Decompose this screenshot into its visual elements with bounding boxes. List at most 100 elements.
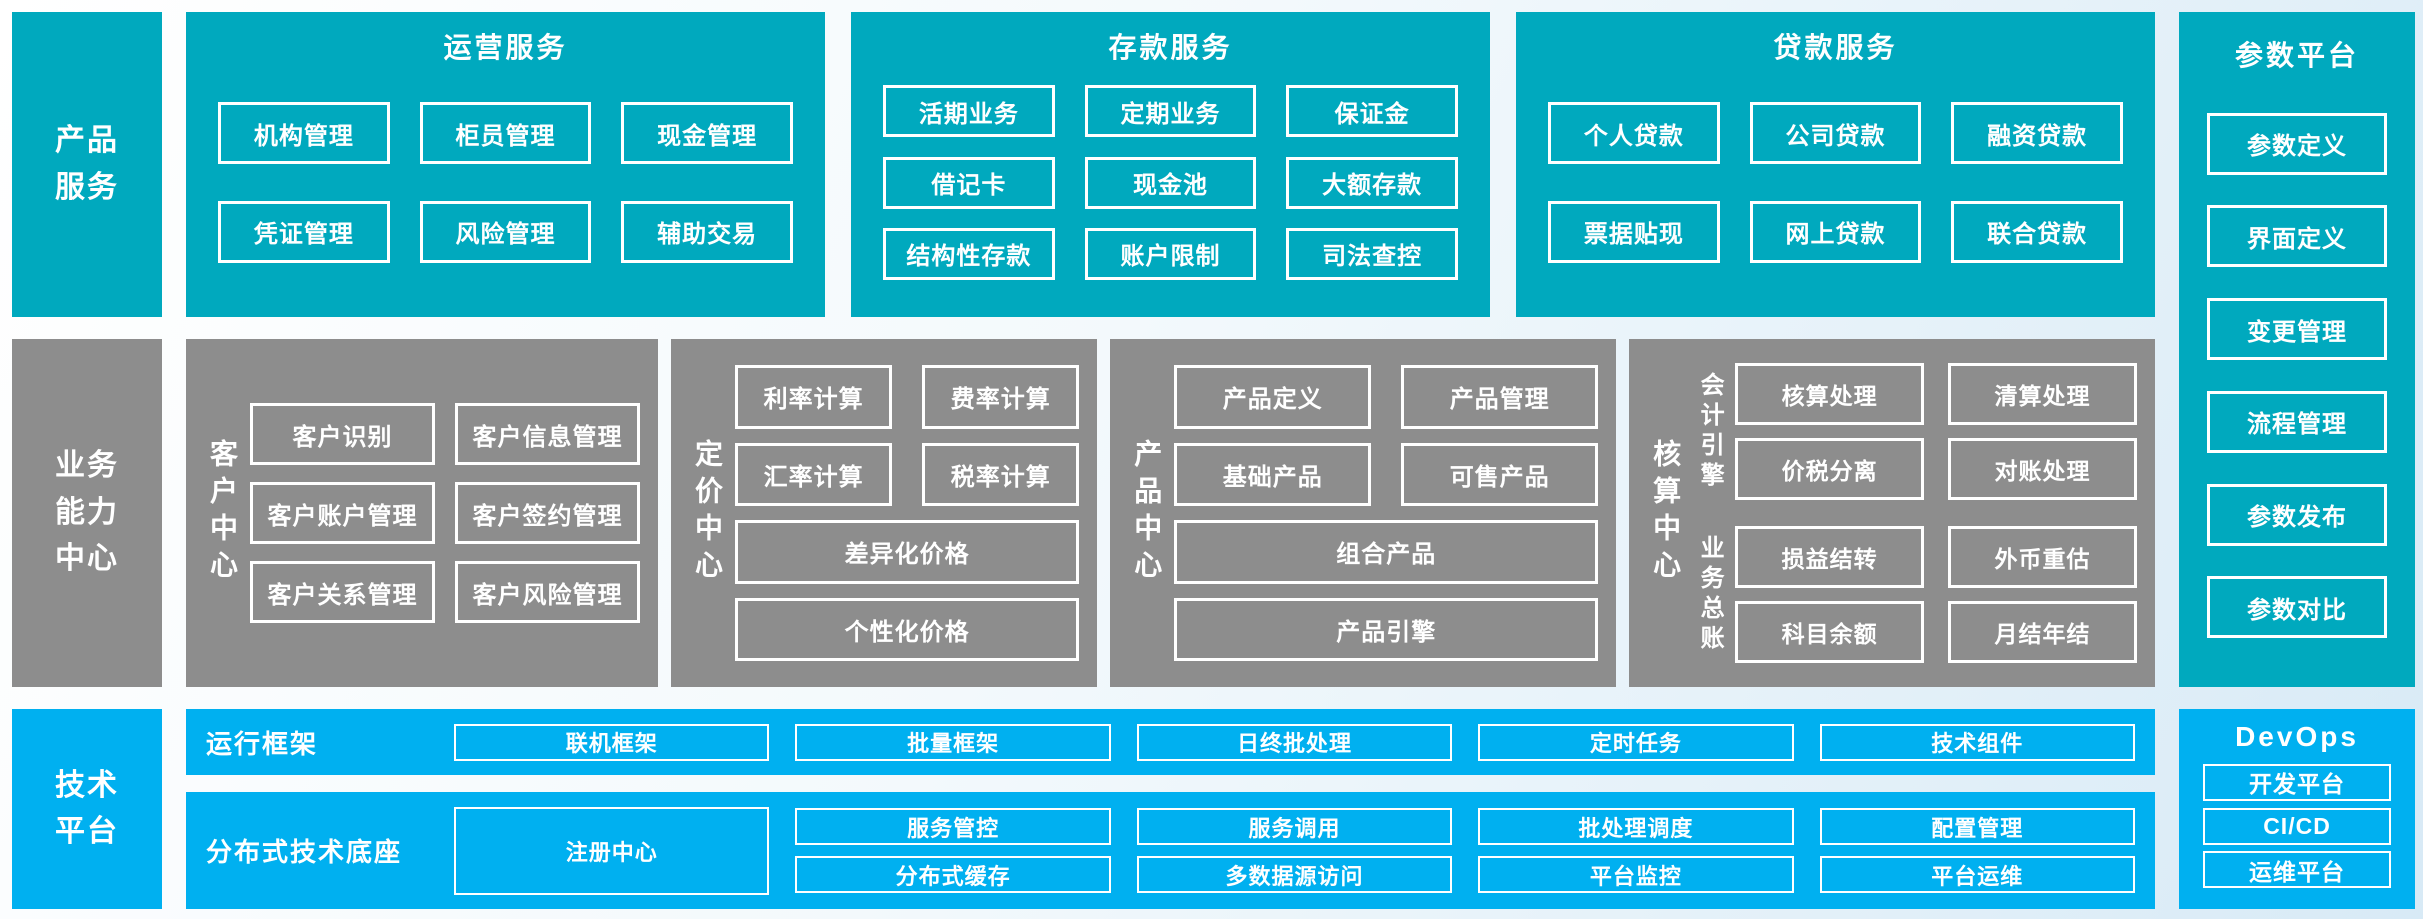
diagram-box: 现金池 bbox=[1084, 156, 1257, 209]
bar-label: 运行框架 bbox=[206, 728, 319, 759]
accounting-engine-group: 会计引擎 核算处理清算处理价税分离对账处理 bbox=[1693, 363, 2137, 500]
diagram-box: 辅助交易 bbox=[621, 200, 793, 263]
diagram-box: 对账处理 bbox=[1948, 438, 2137, 500]
diagram-box: 组合产品 bbox=[1174, 520, 1599, 584]
diagram-box: 大额存款 bbox=[1286, 156, 1458, 209]
diagram-box: 损益结转 bbox=[1735, 526, 1925, 588]
diagram-box: 分布式缓存 bbox=[795, 856, 1111, 893]
diagram-box: 参数发布 bbox=[2207, 483, 2387, 546]
diagram-box: 多数据源访问 bbox=[1136, 856, 1453, 893]
diagram-box: 基础产品 bbox=[1174, 442, 1372, 506]
diagram-box: 机构管理 bbox=[218, 102, 390, 165]
diagram-box: 批处理调度 bbox=[1478, 808, 1794, 845]
bar-gap bbox=[186, 775, 2155, 792]
accounting-groups: 会计引擎 核算处理清算处理价税分离对账处理 业务总账 损益结转外币重估科目余额月… bbox=[1693, 359, 2137, 667]
diagram-box: 网上贷款 bbox=[1749, 200, 1922, 263]
diagram-box: 参数定义 bbox=[2207, 112, 2387, 175]
loan-services-items: 个人贷款公司贷款融资贷款票据贴现网上贷款联合贷款 bbox=[1548, 66, 2123, 299]
diagram-box: 清算处理 bbox=[1948, 363, 2137, 425]
diagram-box: 外币重估 bbox=[1948, 526, 2137, 588]
operations-services-section: 运营服务 机构管理柜员管理现金管理凭证管理风险管理辅助交易 bbox=[186, 12, 825, 317]
diagram-box: 汇率计算 bbox=[735, 442, 893, 506]
layer-label-tech-platform: 技术 平台 bbox=[12, 709, 162, 909]
loan-services-section: 贷款服务 个人贷款公司贷款融资贷款票据贴现网上贷款联合贷款 bbox=[1516, 12, 2155, 317]
diagram-box: 月结年结 bbox=[1948, 601, 2137, 663]
diagram-box: 税率计算 bbox=[922, 442, 1080, 506]
diagram-box: 参数对比 bbox=[2207, 576, 2387, 639]
diagram-box: 平台监控 bbox=[1478, 856, 1794, 893]
diagram-box: 司法查控 bbox=[1286, 227, 1458, 280]
tech-platform-rows: 运行框架 联机框架批量框架日终批处理定时任务技术组件 分布式技术底座 注册中心 … bbox=[186, 709, 2155, 909]
product-center-section: 产品中心 产品定义 产品管理 基础产品 可售产品 组合产品 产品引擎 bbox=[1110, 339, 1617, 687]
diagram-box: 凭证管理 bbox=[218, 200, 390, 263]
diagram-box: 公司贷款 bbox=[1749, 102, 1922, 165]
diagram-box: 账户限制 bbox=[1084, 227, 1257, 280]
business-capability-row: 客户中心 客户识别客户信息管理客户账户管理客户签约管理客户关系管理客户风险管理 … bbox=[186, 339, 2155, 687]
diagram-box: 定期业务 bbox=[1084, 85, 1257, 138]
diagram-box: 活期业务 bbox=[883, 85, 1055, 138]
diagram-box: 产品引擎 bbox=[1174, 597, 1599, 661]
center-label: 定价中心 bbox=[692, 439, 724, 587]
operations-services-items: 机构管理柜员管理现金管理凭证管理风险管理辅助交易 bbox=[218, 66, 793, 299]
diagram-box: 个人贷款 bbox=[1548, 102, 1720, 165]
layer-label-product-services: 产品 服务 bbox=[12, 12, 162, 317]
pair-column: 配置管理平台运维 bbox=[1819, 808, 2135, 893]
diagram-box: 结构性存款 bbox=[883, 227, 1055, 280]
diagram-box: 客户识别 bbox=[250, 403, 436, 465]
distributed-base-items: 注册中心 服务管控分布式缓存 服务调用多数据源访问 批处理调度平台监控 配置管理… bbox=[454, 806, 2135, 895]
diagram-box: 流程管理 bbox=[2207, 390, 2387, 453]
diagram-box: 保证金 bbox=[1286, 85, 1458, 138]
pair-column: 服务管控分布式缓存 bbox=[795, 808, 1111, 893]
diagram-box: 服务调用 bbox=[1136, 808, 1453, 845]
distributed-base-bar: 分布式技术底座 注册中心 服务管控分布式缓存 服务调用多数据源访问 批处理调度平… bbox=[186, 792, 2155, 909]
diagram-box: 利率计算 bbox=[735, 365, 893, 429]
diagram-box: 变更管理 bbox=[2207, 298, 2387, 361]
diagram-box: 差异化价格 bbox=[735, 520, 1080, 584]
diagram-box: 风险管理 bbox=[419, 200, 592, 263]
diagram-box: 票据贴现 bbox=[1548, 200, 1720, 263]
diagram-box: 融资贷款 bbox=[1951, 102, 2123, 165]
diagram-box: 客户风险管理 bbox=[455, 561, 641, 623]
diagram-box: 借记卡 bbox=[883, 156, 1055, 209]
section-title: 贷款服务 bbox=[1773, 32, 1898, 63]
product-services-row: 运营服务 机构管理柜员管理现金管理凭证管理风险管理辅助交易 存款服务 活期业务定… bbox=[186, 12, 2155, 317]
center-label: 核算中心 bbox=[1650, 439, 1682, 587]
diagram-box: 客户签约管理 bbox=[455, 482, 641, 544]
group-label: 会计引擎 bbox=[1696, 371, 1724, 492]
diagram-box: 产品管理 bbox=[1401, 365, 1599, 429]
diagram-box: 客户信息管理 bbox=[455, 403, 641, 465]
section-title: 参数平台 bbox=[2234, 40, 2359, 71]
customer-center-items: 客户识别客户信息管理客户账户管理客户签约管理客户关系管理客户风险管理 bbox=[250, 359, 641, 667]
diagram-box: 费率计算 bbox=[922, 365, 1080, 429]
diagram-box: 开发平台 bbox=[2203, 763, 2391, 801]
diagram-box: 个性化价格 bbox=[735, 597, 1080, 661]
parameter-platform-section: 参数平台 参数定义界面定义变更管理流程管理参数发布参数对比 bbox=[2179, 12, 2415, 687]
bar-label: 分布式技术底座 bbox=[206, 837, 403, 867]
diagram-box: 柜员管理 bbox=[419, 102, 592, 165]
pricing-center-section: 定价中心 利率计算 费率计算 汇率计算 税率计算 差异化价格 个性化价格 bbox=[671, 339, 1098, 687]
diagram-box: 联机框架 bbox=[454, 723, 770, 761]
diagram-box: 科目余额 bbox=[1735, 601, 1925, 663]
accounting-center-section: 核算中心 会计引擎 核算处理清算处理价税分离对账处理 业务总账 损益结转外币重估… bbox=[1629, 339, 2155, 687]
layer-label-business-capability-center: 业务 能力 中心 bbox=[12, 339, 162, 687]
section-title: 运营服务 bbox=[443, 32, 568, 63]
pricing-center-items: 利率计算 费率计算 汇率计算 税率计算 差异化价格 个性化价格 bbox=[735, 359, 1080, 667]
runtime-framework-items: 联机框架批量框架日终批处理定时任务技术组件 bbox=[454, 723, 2135, 761]
deposit-services-items: 活期业务定期业务保证金借记卡现金池大额存款结构性存款账户限制司法查控 bbox=[883, 66, 1458, 299]
diagram-box: CI/CD bbox=[2203, 807, 2391, 845]
diagram-box: 核算处理 bbox=[1735, 363, 1925, 425]
section-title: DevOps bbox=[2235, 721, 2359, 752]
diagram-box: 联合贷款 bbox=[1951, 200, 2123, 263]
runtime-framework-bar: 运行框架 联机框架批量框架日终批处理定时任务技术组件 bbox=[186, 709, 2155, 775]
center-label: 产品中心 bbox=[1131, 439, 1163, 587]
accounting-engine-items: 核算处理清算处理价税分离对账处理 bbox=[1735, 363, 2137, 500]
diagram-box: 批量框架 bbox=[795, 723, 1111, 761]
diagram-box: 配置管理 bbox=[1819, 808, 2135, 845]
diagram-box: 技术组件 bbox=[1819, 723, 2135, 761]
product-center-items: 产品定义 产品管理 基础产品 可售产品 组合产品 产品引擎 bbox=[1174, 359, 1599, 667]
diagram-box: 价税分离 bbox=[1735, 438, 1925, 500]
section-title: 存款服务 bbox=[1108, 32, 1233, 63]
business-ledger-items: 损益结转外币重估科目余额月结年结 bbox=[1735, 526, 2137, 663]
customer-center-section: 客户中心 客户识别客户信息管理客户账户管理客户签约管理客户关系管理客户风险管理 bbox=[186, 339, 659, 687]
